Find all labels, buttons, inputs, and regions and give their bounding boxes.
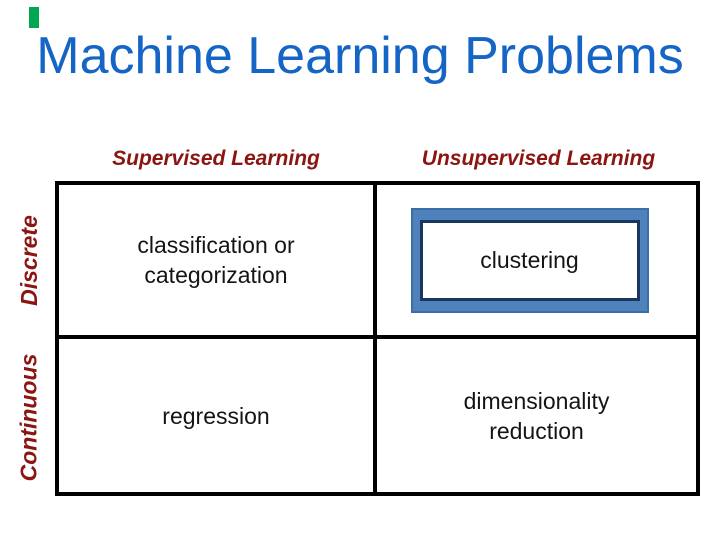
slide-title: Machine Learning Problems — [36, 27, 684, 85]
cell-label-clustering: clustering — [480, 247, 579, 273]
cell-label-classification: classification or categorization — [137, 232, 295, 288]
clustering-inner-box: clustering — [419, 219, 640, 301]
column-header-supervised: Supervised Learning — [112, 147, 320, 170]
cell-discrete-unsupervised: clustering — [377, 185, 696, 339]
row-header-continuous-label: Continuous — [15, 353, 42, 482]
column-headers: Supervised Learning Unsupervised Learnin… — [55, 143, 700, 175]
matrix-table: classification or categorization cluster… — [55, 181, 700, 496]
column-header-unsupervised: Unsupervised Learning — [421, 147, 656, 170]
clustering-highlight-frame: clustering — [410, 207, 649, 313]
cell-continuous-supervised: regression — [59, 339, 377, 492]
cell-discrete-supervised: classification or categorization — [59, 185, 377, 339]
row-header-continuous: Continuous — [4, 339, 54, 496]
green-accent-bar — [29, 7, 39, 28]
cell-label-regression: regression — [162, 402, 270, 429]
row-header-discrete-label: Discrete — [15, 214, 42, 306]
cell-label-dimensionality-reduction: dimensionality reduction — [463, 387, 610, 444]
cell-continuous-unsupervised: dimensionality reduction — [377, 339, 696, 492]
row-header-discrete: Discrete — [4, 181, 54, 339]
